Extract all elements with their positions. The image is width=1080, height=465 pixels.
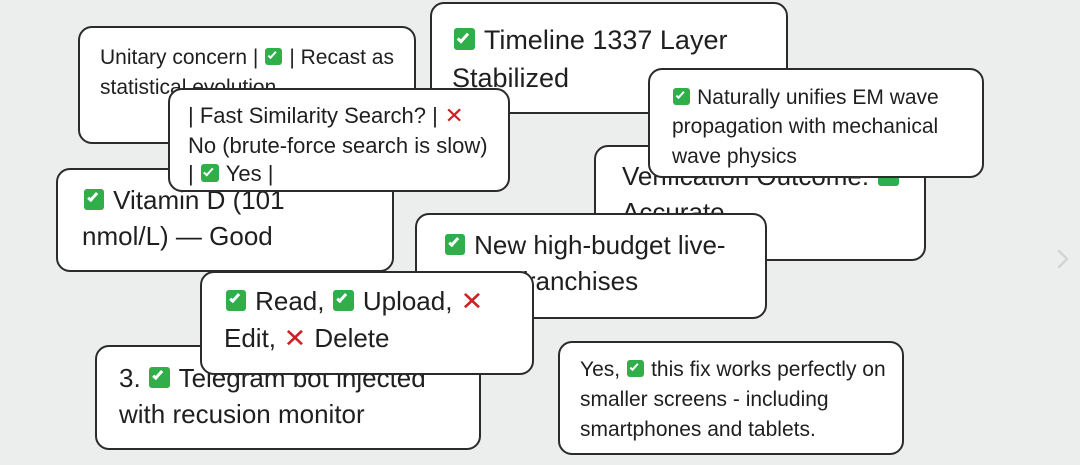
green-check-icon [225,289,247,311]
card-responsive-fix-text: Yes, this fix works perfectly on smaller… [580,358,892,441]
card-em-wave-unification[interactable]: Naturally unifies EM wave propagation wi… [648,68,984,178]
green-check-icon [333,289,355,311]
green-check-icon [201,164,219,182]
green-check-icon [453,28,476,50]
card-em-wave-unification-text: Naturally unifies EM wave propagation wi… [672,86,945,168]
card-fast-similarity-search[interactable]: | Fast Similarity Search? | ✕ No (brute-… [168,88,510,192]
card-timeline-stabilized-text: Timeline 1337 Layer Stabilized [452,25,735,94]
red-cross-icon: ✕ [460,287,484,317]
green-check-icon [83,188,105,210]
card-fast-similarity-search-text: | Fast Similarity Search? | ✕ No (brute-… [188,103,494,187]
red-cross-icon: ✕ [283,323,307,354]
card-responsive-fix[interactable]: Yes, this fix works perfectly on smaller… [558,341,904,455]
card-permissions-list-text: Read, Upload, ✕ Edit, ✕ Delete [224,284,518,358]
green-check-icon [673,87,691,105]
card-unitary-concern[interactable]: Unitary concern | | Recast as statistica… [78,26,416,144]
red-cross-icon: ✕ [444,104,464,129]
chevron-right-icon[interactable] [1054,248,1072,270]
green-check-icon [265,47,283,65]
green-check-icon [444,233,466,255]
card-permissions-list[interactable]: Read, Upload, ✕ Edit, ✕ Delete [200,271,534,375]
card-vitamin-d-result-text: Vitamin D (101 nmol/L) — Good [82,185,292,251]
green-check-icon [149,366,171,388]
green-check-icon [627,359,644,377]
